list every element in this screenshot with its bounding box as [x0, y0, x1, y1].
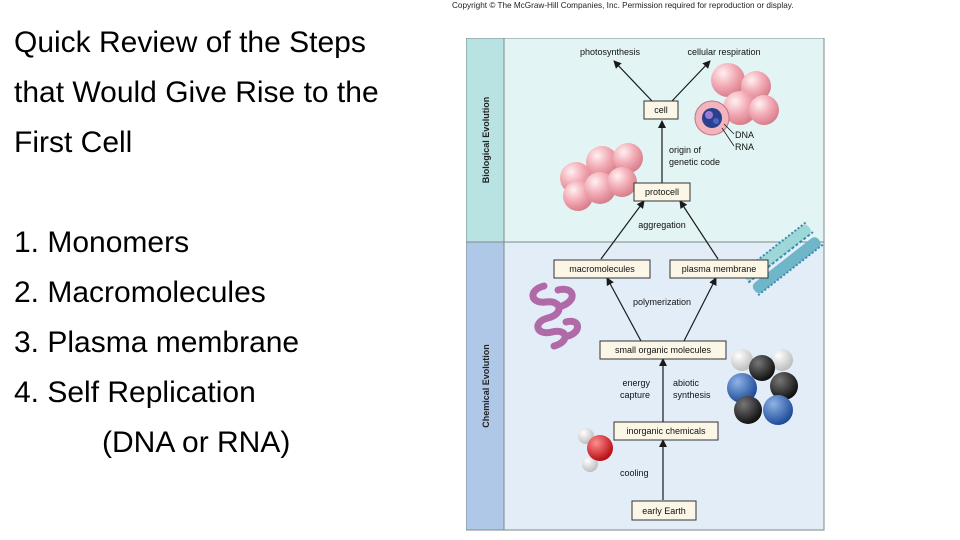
arrow-cell-photosynthesis	[613, 60, 653, 102]
node-macromolecules: macromolecules	[569, 264, 635, 274]
label-cooling: cooling	[620, 468, 649, 478]
list-item-macromolecules: 2. Macromolecules	[14, 276, 266, 309]
list-item-plasma-membrane: 3. Plasma membrane	[14, 326, 300, 359]
organic-molecule	[727, 349, 798, 425]
node-cell: cell	[654, 105, 668, 115]
title-line-2: that Would Give Rise to the	[14, 76, 379, 109]
arrow-membrane-protocell	[679, 200, 719, 260]
node-box-cell	[643, 100, 679, 120]
arrow-macro-protocell	[600, 200, 645, 260]
label-energy-line1: energy	[622, 378, 650, 388]
chem-section-label: Chemical Evolution	[481, 344, 491, 428]
rna-label: RNA	[735, 142, 754, 152]
rna-pointer	[721, 127, 735, 147]
node-cellular-respiration: cellular respiration	[687, 47, 760, 57]
label-energy-line2: capture	[620, 390, 650, 400]
node-box-macromolecules	[553, 259, 651, 279]
node-box-plasma-membrane	[669, 259, 769, 279]
list-item-note: (DNA or RNA)	[102, 426, 291, 459]
node-box-early-earth	[631, 500, 697, 521]
dna-pointer	[723, 123, 735, 135]
dna-label: DNA	[735, 130, 754, 140]
protein-coil	[529, 282, 581, 350]
title-line-3: First Cell	[14, 126, 133, 159]
label-aggregation: aggregation	[638, 220, 686, 230]
node-protocell: protocell	[645, 187, 679, 197]
copyright-notice: Copyright © The McGraw-Hill Companies, I…	[452, 1, 794, 10]
evolution-diagram: Biological Evolution Chemical Evolution	[466, 38, 825, 531]
node-inorganic: inorganic chemicals	[626, 426, 706, 436]
node-early-earth: early Earth	[642, 506, 686, 516]
bio-panel	[466, 38, 825, 243]
flow-arrows	[600, 60, 719, 500]
label-origin-line1: origin of	[669, 145, 702, 155]
node-photosynthesis: photosynthesis	[580, 47, 641, 57]
title-line-1: Quick Review of the Steps	[14, 26, 366, 59]
node-boxes: early Earth inorganic chemicals small or…	[553, 47, 769, 521]
water-molecule	[578, 428, 613, 472]
arrow-cell-respiration	[671, 60, 711, 102]
label-abiotic-line1: abiotic	[673, 378, 700, 388]
bio-strip	[466, 38, 505, 243]
step-labels: cooling energy capture abiotic synthesis…	[620, 145, 720, 478]
chem-strip	[466, 241, 505, 531]
list-item-monomers: 1. Monomers	[14, 226, 190, 259]
label-origin-line2: genetic code	[669, 157, 720, 167]
label-polymerization: polymerization	[633, 297, 691, 307]
node-box-small-organic	[599, 340, 727, 360]
cell-spheres	[711, 63, 779, 125]
slide-text: Quick Review of the Steps that Would Giv…	[14, 18, 444, 468]
node-box-inorganic	[613, 421, 719, 441]
list-item-self-replication: 4. Self Replication	[14, 376, 256, 409]
node-plasma-membrane: plasma membrane	[682, 264, 757, 274]
arrow-organic-macro	[606, 277, 642, 342]
bio-section-label: Biological Evolution	[481, 97, 491, 184]
protocell-spheres	[560, 143, 643, 211]
label-abiotic-line2: synthesis	[673, 390, 711, 400]
node-small-organic: small organic molecules	[615, 345, 712, 355]
arrow-organic-membrane	[683, 277, 717, 342]
node-box-protocell	[633, 182, 691, 202]
dna-cell	[694, 100, 730, 136]
